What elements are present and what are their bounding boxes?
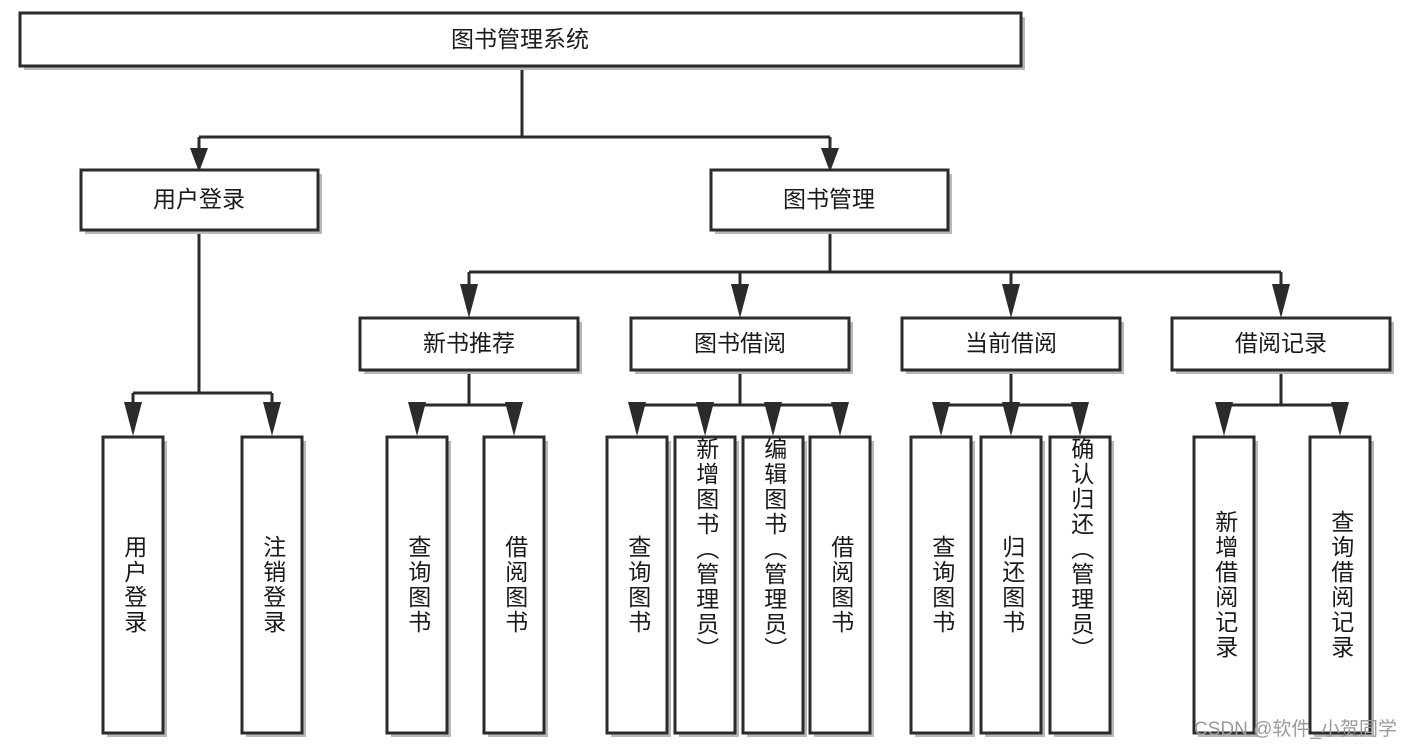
- leaf-user-login-0[interactable]: [101, 435, 167, 737]
- node-root[interactable]: 图书管理系统: [18, 11, 1025, 70]
- node-book-management-label: 图书管理: [783, 186, 875, 212]
- arrow-borrow-record-leaf1: [1331, 402, 1349, 436]
- arrow-to-current-borrow: [1002, 284, 1020, 318]
- leaf-borrow-record-1[interactable]: [1308, 435, 1374, 737]
- leaf-new-book-1[interactable]: [482, 435, 548, 737]
- node-new-book-recommend[interactable]: 新书推荐: [358, 316, 582, 374]
- node-current-borrow[interactable]: 当前借阅: [900, 316, 1124, 374]
- node-user-login[interactable]: 用户登录: [79, 168, 322, 234]
- leaf-user-login-1[interactable]: [240, 435, 306, 737]
- node-user-login-label: 用户登录: [153, 186, 245, 212]
- arrow-book-borrow-leaf1: [696, 402, 714, 436]
- leaf-book-borrow-3[interactable]: [808, 435, 874, 737]
- leaf-current-borrow-1[interactable]: [979, 435, 1045, 737]
- watermark-text: CSDN @软件_小贺同学: [1194, 719, 1397, 740]
- node-book-borrow[interactable]: 图书借阅: [629, 316, 853, 374]
- leaf-current-borrow-0[interactable]: [909, 435, 975, 737]
- arrow-to-book-mgmt: [821, 148, 839, 172]
- node-borrow-record[interactable]: 借阅记录: [1170, 316, 1394, 374]
- leaf-borrow-record-0[interactable]: [1192, 435, 1258, 737]
- connector-layer: [124, 68, 1349, 436]
- leaf-book-borrow-0[interactable]: [605, 435, 671, 737]
- node-book-management[interactable]: 图书管理: [709, 168, 952, 234]
- arrow-borrow-record-leaf0: [1215, 402, 1233, 436]
- leaf-new-book-0[interactable]: [385, 435, 451, 737]
- arrow-current-borrow-leaf2: [1071, 402, 1089, 436]
- arrow-to-new-book: [460, 284, 478, 318]
- arrow-new-book-leaf1: [505, 402, 523, 436]
- arrow-current-borrow-leaf0: [932, 402, 950, 436]
- node-book-borrow-label: 图书借阅: [694, 330, 786, 356]
- arrow-user-login-leaf0: [124, 402, 142, 436]
- arrow-book-borrow-leaf2: [764, 402, 782, 436]
- arrow-user-login-leaf1: [263, 402, 281, 436]
- arrow-to-book-borrow: [731, 284, 749, 318]
- leaf-book-borrow-1[interactable]: [673, 435, 739, 737]
- leaf-current-borrow-2[interactable]: [1048, 435, 1114, 737]
- leaf-book-borrow-2[interactable]: [741, 435, 807, 737]
- arrow-current-borrow-leaf1: [1002, 402, 1020, 436]
- node-new-book-recommend-label: 新书推荐: [423, 330, 515, 356]
- node-root-label: 图书管理系统: [451, 26, 589, 52]
- node-borrow-record-label: 借阅记录: [1235, 330, 1327, 356]
- node-current-borrow-label: 当前借阅: [965, 330, 1057, 356]
- arrow-book-borrow-leaf3: [831, 402, 849, 436]
- arrow-to-user-login: [190, 148, 208, 172]
- arrow-to-borrow-record: [1272, 284, 1290, 318]
- arrow-book-borrow-leaf0: [628, 402, 646, 436]
- arrow-new-book-leaf0: [408, 402, 426, 436]
